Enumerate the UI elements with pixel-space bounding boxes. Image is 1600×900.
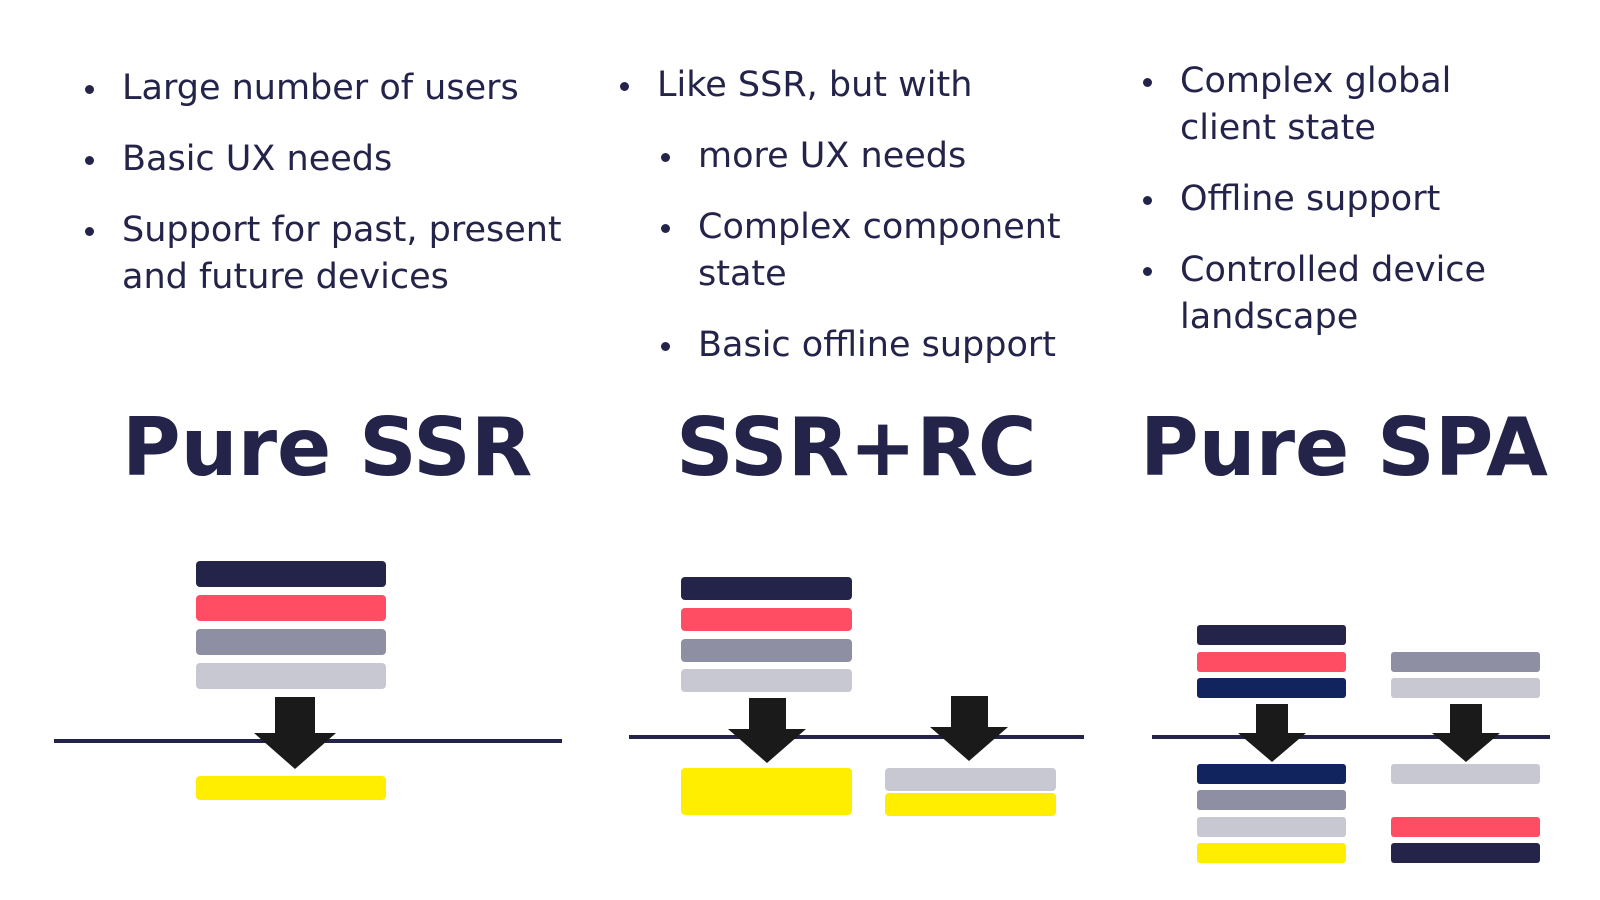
client-layer-yellow bbox=[681, 768, 852, 815]
down-arrow-icon bbox=[930, 696, 1008, 761]
server-layer-navy bbox=[196, 561, 386, 587]
client-layer-light-gray bbox=[1391, 764, 1540, 784]
down-arrow-icon bbox=[1432, 704, 1500, 762]
server-layer-navy bbox=[681, 577, 852, 600]
server-layer-coral bbox=[1197, 652, 1346, 672]
server-layer-gray bbox=[1391, 652, 1540, 672]
list-item: Large number of users bbox=[85, 65, 605, 112]
down-arrow-icon bbox=[1238, 704, 1306, 762]
pure-spa-criteria-list: Complex global client state Offline supp… bbox=[1143, 58, 1600, 365]
server-layer-light-gray bbox=[681, 669, 852, 692]
server-layer-gray bbox=[196, 629, 386, 655]
pure-ssr-diagram bbox=[54, 561, 562, 800]
client-layer-coral bbox=[1391, 817, 1540, 837]
server-layer-gray bbox=[681, 639, 852, 662]
pure-spa-title: Pure SPA bbox=[1140, 401, 1548, 494]
ssr-rc-title: SSR+RC bbox=[676, 401, 1037, 494]
client-layer-yellow bbox=[1197, 843, 1346, 863]
list-item: Support for past, present and future dev… bbox=[85, 207, 582, 301]
sub-list-item: Basic offline support bbox=[661, 322, 1100, 369]
server-layer-light-gray bbox=[196, 663, 386, 689]
ssr-rc-criteria-list: Like SSR, but with more UX needs Complex… bbox=[620, 62, 1100, 393]
pure-spa-diagram bbox=[1152, 625, 1550, 863]
list-item: Controlled device landscape bbox=[1143, 247, 1540, 341]
list-item: Like SSR, but with more UX needs Complex… bbox=[620, 62, 1100, 369]
server-layer-navy bbox=[1197, 625, 1346, 645]
client-layer-gray bbox=[1197, 790, 1346, 810]
server-layer-coral bbox=[196, 595, 386, 621]
client-layer-navy bbox=[1391, 843, 1540, 863]
client-layer-deep-blue bbox=[1197, 764, 1346, 784]
client-layer-yellow bbox=[196, 776, 386, 800]
list-item: Complex global client state bbox=[1143, 58, 1540, 152]
rendering-diagrams bbox=[54, 561, 1550, 863]
server-layer-deep-blue bbox=[1197, 678, 1346, 698]
client-layer-yellow bbox=[885, 793, 1056, 816]
list-item: Basic UX needs bbox=[85, 136, 605, 183]
client-layer-light-gray bbox=[1197, 817, 1346, 837]
pure-ssr-title: Pure SSR bbox=[122, 401, 533, 494]
down-arrow-icon bbox=[728, 698, 806, 763]
down-arrow-icon bbox=[254, 697, 336, 769]
server-layer-light-gray bbox=[1391, 678, 1540, 698]
ssr-rc-diagram bbox=[629, 577, 1084, 816]
client-layer-light-gray bbox=[885, 768, 1056, 791]
server-layer-coral bbox=[681, 608, 852, 631]
ssr-rc-sub-list: more UX needs Complex component state Ba… bbox=[661, 133, 1100, 369]
sub-list-item: more UX needs bbox=[661, 133, 1100, 180]
list-item: Offline support bbox=[1143, 176, 1600, 223]
list-item-label: Like SSR, but with bbox=[657, 65, 973, 105]
sub-list-item: Complex component state bbox=[661, 204, 1078, 298]
pure-ssr-criteria-list: Large number of users Basic UX needs Sup… bbox=[85, 65, 605, 325]
